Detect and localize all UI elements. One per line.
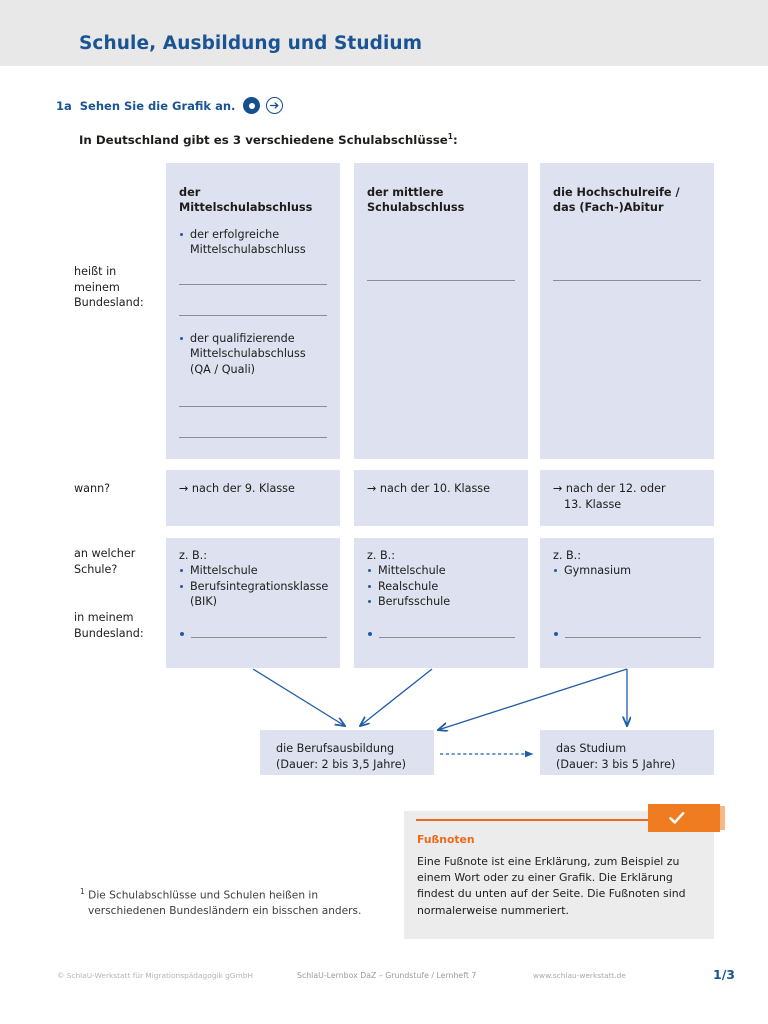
task-row-1a: 1a Sehen Sie die Grafik an. [56, 97, 284, 114]
write-line[interactable] [379, 637, 515, 638]
outcome-box-berufsausbildung: die Berufsausbildung (Dauer: 2 bis 3,5 J… [260, 730, 434, 775]
brush-badge [648, 804, 725, 832]
info-box-accent-line [416, 819, 702, 821]
list-item: Mittelschule [179, 563, 327, 578]
info-box-text: Eine Fußnote ist eine Erklärung, zum Bei… [417, 855, 686, 917]
schule-body-1: z. B.: Mittelschule Berufsintegrationskl… [166, 538, 340, 609]
footer-series: SchlaU-Lernbox DaZ – Grundstufe / Lernhe… [297, 971, 477, 980]
bullet-list-schule-3: Gymnasium [553, 563, 701, 578]
schule-intro-1: z. B.: [179, 549, 207, 562]
intro-text: In Deutschland gibt es 3 verschiedene Sc… [79, 132, 448, 147]
footnote-line-2: verschiedenen Bundesländern ein bisschen… [88, 905, 362, 918]
wann-value-2: → nach der 10. Klasse [367, 482, 491, 495]
write-line[interactable] [179, 437, 327, 438]
wann-value-1: → nach der 9. Klasse [179, 482, 295, 495]
check-icon [669, 811, 685, 824]
list-item: Realschule [367, 579, 515, 594]
cell-schule-col1: z. B.: Mittelschule Berufsintegrationskl… [166, 538, 340, 668]
cell-wann-col1: → nach der 9. Klasse [166, 470, 340, 526]
outcome-2-name: das Studium [556, 742, 627, 755]
list-item: Mittelschule [367, 563, 515, 578]
cell-abschluss-col3: die Hochschulreife /das (Fach-)Abitur [540, 163, 714, 459]
column-title-3: die Hochschulreife /das (Fach-)Abitur [553, 186, 680, 214]
outcome-1-text: die Berufsausbildung (Dauer: 2 bis 3,5 J… [260, 730, 434, 773]
intro-suffix: : [453, 132, 458, 147]
outcome-2-duration: (Dauer: 3 bis 5 Jahre) [556, 757, 676, 771]
page-footer: © SchlaU-Werkstatt für Migrationspädagog… [0, 967, 768, 991]
write-line[interactable] [179, 284, 327, 285]
eye-pupil [248, 102, 255, 109]
task-number: 1a [56, 98, 72, 113]
outcome-1-duration: (Dauer: 2 bis 3,5 Jahre) [276, 757, 406, 771]
footer-copyright: © SchlaU-Werkstatt für Migrationspädagog… [57, 971, 253, 980]
list-item: Berufsschule [367, 594, 515, 609]
cell-schule-col2: z. B.: Mittelschule Realschule Berufssch… [354, 538, 528, 668]
schule-blank-bullet-1 [180, 632, 184, 636]
footer-url[interactable]: www.schlau-werkstatt.de [533, 971, 626, 980]
page-header-band [0, 0, 768, 66]
info-box-title: Fußnoten [417, 833, 475, 846]
footnote-line-1: Die Schulabschlüsse und Schulen heißen i… [88, 889, 319, 902]
task-instruction: Sehen Sie die Grafik an. [79, 98, 236, 113]
outcome-1-name: die Berufsausbildung [276, 742, 395, 755]
list-item: Gymnasium [553, 563, 701, 578]
arrow-col3-to-ausbildung [438, 668, 628, 730]
cell-abschluss-col1: der Mittelschulabschluss der erfolgreich… [166, 163, 340, 459]
bullet-list-schule-1: Mittelschule Berufsintegrationsklasse(BI… [179, 563, 328, 610]
cell-wann-col2: → nach der 10. Klasse [354, 470, 528, 526]
schule-intro-3: z. B.: [553, 549, 581, 562]
footnote-block: 1 Die Schulabschlüsse und Schulen heißen… [80, 884, 400, 920]
footnote-marker: 1 [80, 887, 85, 896]
write-line[interactable] [191, 637, 327, 638]
row-label-wann: wann? [74, 482, 111, 495]
list-item: Berufsintegrationsklasse(BIK) [179, 579, 328, 610]
arrow-col1-to-ausbildung [252, 668, 345, 726]
arrow-col2-to-ausbildung [360, 668, 433, 726]
write-line[interactable] [553, 280, 701, 281]
write-line[interactable] [179, 315, 327, 316]
outcome-box-studium: das Studium (Dauer: 3 bis 5 Jahre) [540, 730, 714, 775]
page-title: Schule, Ausbildung und Studium [79, 33, 423, 54]
bullet-list-schule-2: Mittelschule Realschule Berufsschule [367, 563, 515, 609]
schule-blank-bullet-3 [554, 632, 558, 636]
intro-sentence: In Deutschland gibt es 3 verschiedene Sc… [79, 132, 458, 147]
cell-schule-col3: z. B.: Gymnasium [540, 538, 714, 668]
info-box-fussnoten: Fußnoten Eine Fußnote ist eine Erklärung… [404, 804, 725, 939]
arrow-right-circle-icon[interactable] [266, 97, 284, 114]
schule-blank-bullet-2 [368, 632, 372, 636]
schule-body-2: z. B.: Mittelschule Realschule Berufssch… [354, 538, 528, 609]
schule-intro-2: z. B.: [367, 549, 395, 562]
footer-page-number: 1/3 [713, 967, 735, 982]
write-line[interactable] [179, 406, 327, 407]
outcome-2-text: das Studium (Dauer: 3 bis 5 Jahre) [540, 730, 714, 773]
schule-body-3: z. B.: Gymnasium [540, 538, 714, 579]
column-title-1: der Mittelschulabschluss [179, 186, 313, 214]
eye-icon[interactable] [243, 97, 261, 114]
write-line[interactable] [367, 280, 515, 281]
write-line[interactable] [565, 637, 701, 638]
intro-footnote-marker: 1 [447, 132, 453, 141]
